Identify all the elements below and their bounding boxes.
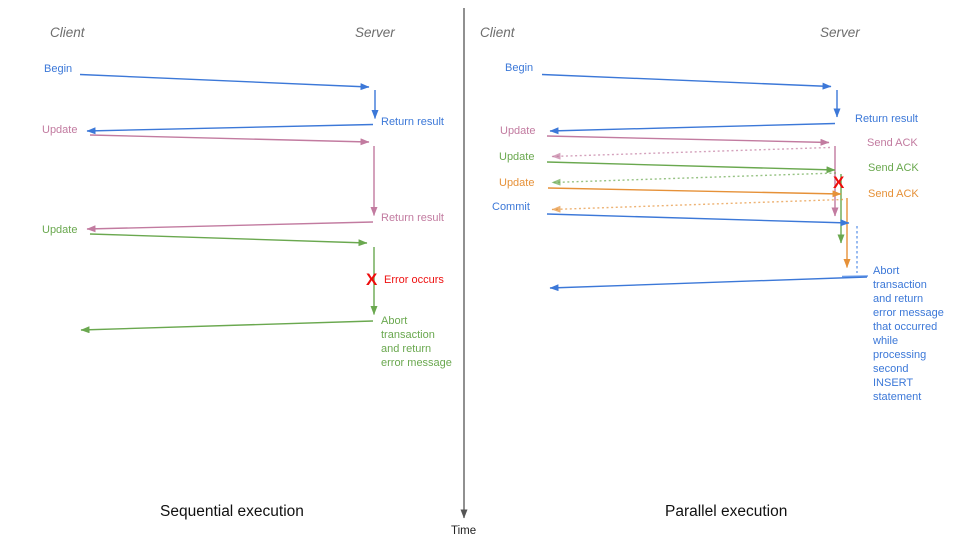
time-axis-label: Time xyxy=(451,525,477,537)
right-error-x-icon: X xyxy=(833,173,845,192)
right-update1-flow xyxy=(546,135,839,217)
right-commit-flow xyxy=(546,213,869,292)
right-abort-note: Abort transaction and return error messa… xyxy=(873,265,944,403)
left-begin-label: Begin xyxy=(44,63,73,75)
right-update2-flow xyxy=(546,161,845,244)
right-return-result-label: Return result xyxy=(855,113,918,125)
right-update-1-label: Update xyxy=(500,125,536,137)
left-update2-flow xyxy=(80,233,378,334)
left-return-result-2-label: Return result xyxy=(381,212,444,224)
right-begin-label: Begin xyxy=(505,62,534,74)
right-send-ack-3-label: Send ACK xyxy=(868,188,919,200)
right-send-ack-1-label: Send ACK xyxy=(867,137,918,149)
left-error-label: Error occurs xyxy=(384,274,444,286)
right-caption: Parallel execution xyxy=(665,503,788,520)
left-update1-flow xyxy=(86,134,378,233)
left-server-header: Server xyxy=(355,25,395,40)
left-update-2-label: Update xyxy=(42,224,78,236)
left-return-result-1-label: Return result xyxy=(381,116,444,128)
left-abort-note: Abort transaction and return error messa… xyxy=(381,315,452,369)
left-client-header: Client xyxy=(50,25,85,40)
left-update-1-label: Update xyxy=(42,124,78,136)
right-update-3-label: Update xyxy=(499,177,535,189)
left-caption: Sequential execution xyxy=(160,503,304,520)
right-client-header: Client xyxy=(480,25,515,40)
right-begin-flow xyxy=(541,73,841,135)
right-update-2-label: Update xyxy=(499,151,535,163)
right-send-ack-2-label: Send ACK xyxy=(868,162,919,174)
left-error-x-icon: X xyxy=(366,270,378,289)
right-update3-flow xyxy=(547,187,851,268)
left-begin-flow xyxy=(79,73,379,135)
right-commit-label: Commit xyxy=(492,201,530,213)
right-server-header: Server xyxy=(820,25,860,40)
